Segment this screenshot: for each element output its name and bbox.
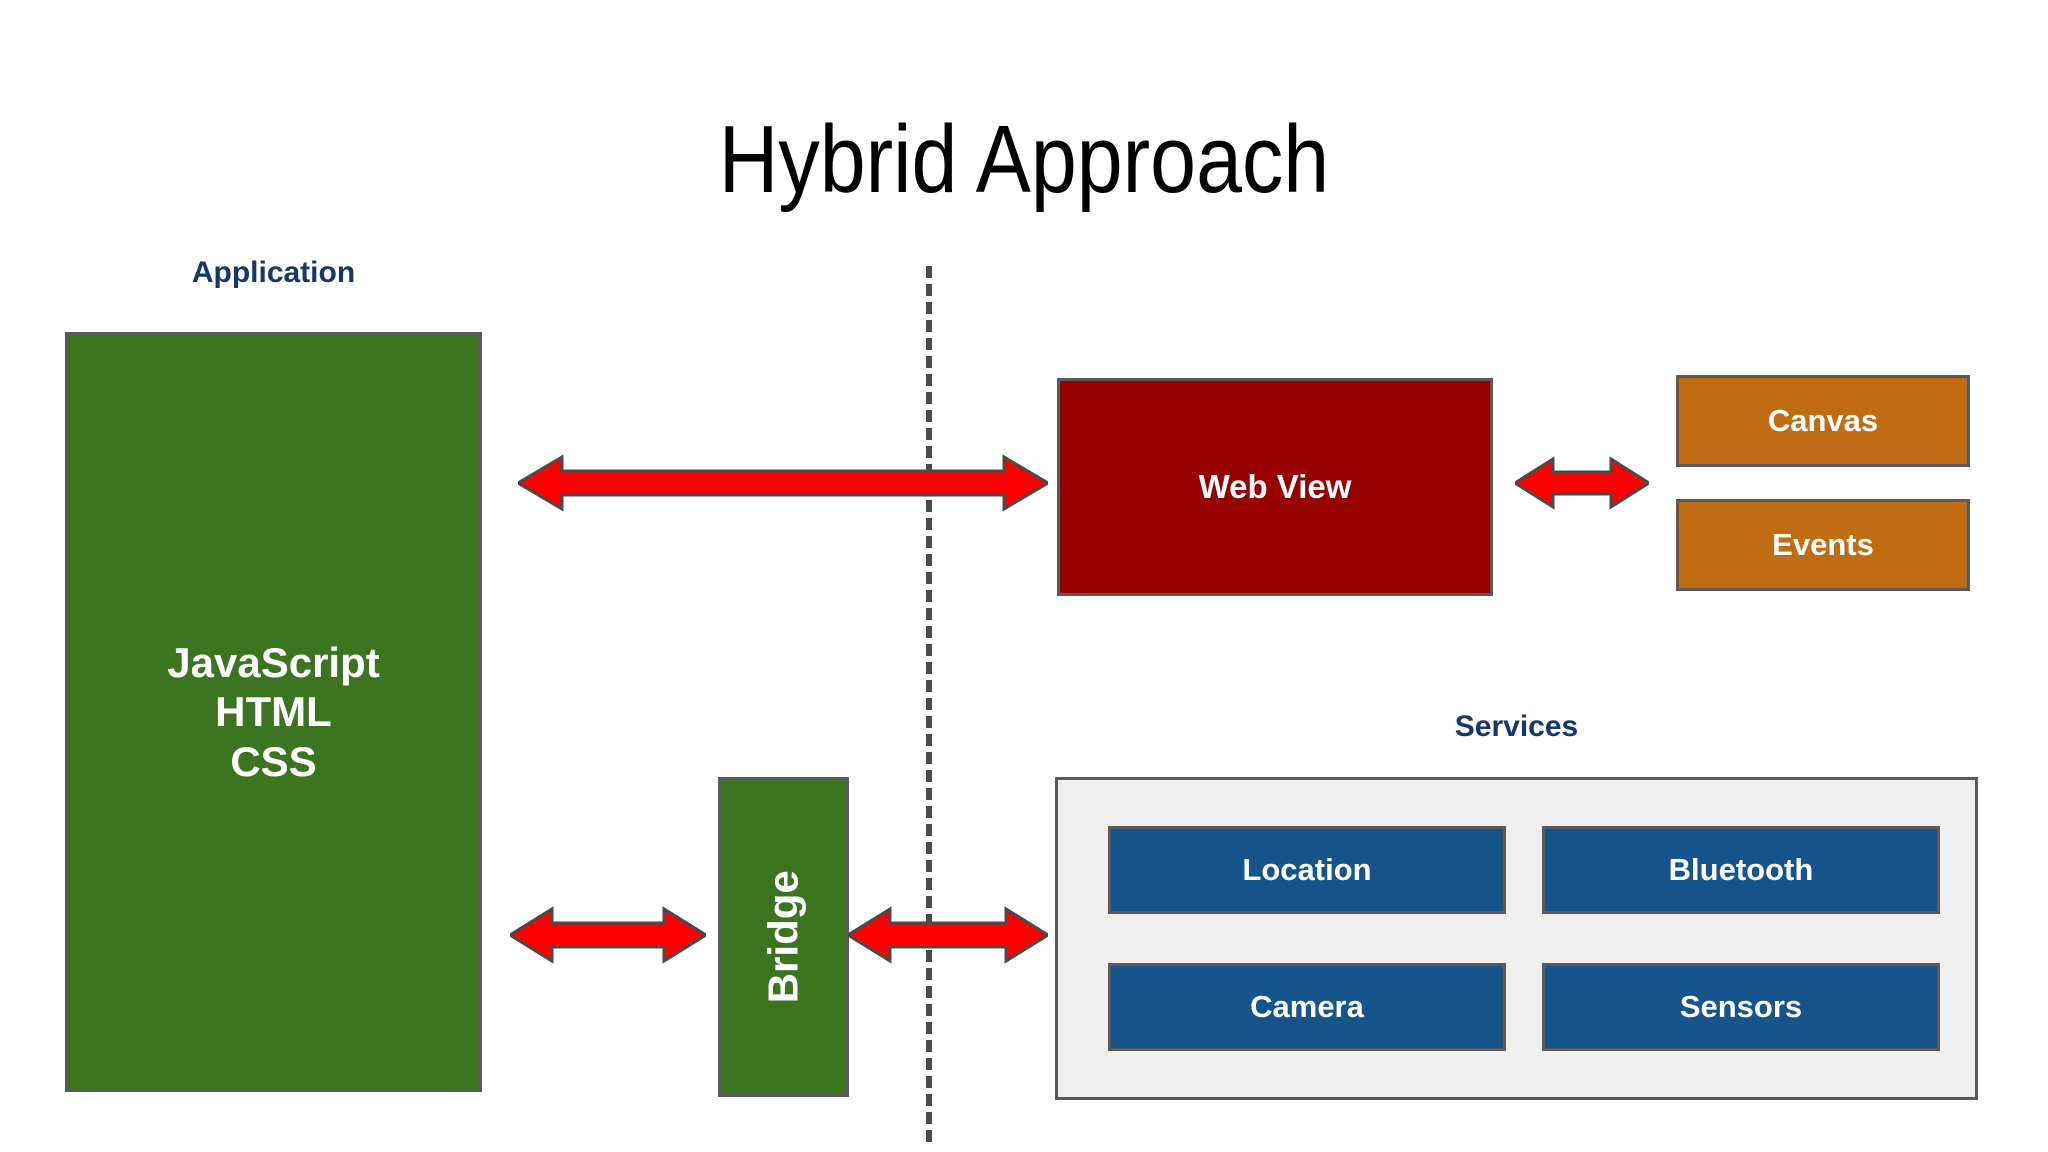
service-box-camera[interactable]: Camera bbox=[1108, 963, 1506, 1051]
services-caption: Services bbox=[1454, 710, 1579, 743]
service-box-sensors[interactable]: Sensors bbox=[1542, 963, 1940, 1051]
events-box[interactable]: Events bbox=[1676, 499, 1970, 591]
arrow-application-to-webview bbox=[518, 453, 1048, 513]
service-box-bluetooth[interactable]: Bluetooth bbox=[1542, 826, 1940, 914]
application-caption: Application bbox=[191, 256, 356, 289]
arrow-webview-to-canvas-events bbox=[1515, 455, 1649, 511]
arrow-bridge-to-services bbox=[848, 905, 1048, 965]
canvas-box[interactable]: Canvas bbox=[1676, 375, 1970, 467]
bridge-label: Bridge bbox=[759, 870, 807, 1004]
service-box-location[interactable]: Location bbox=[1108, 826, 1506, 914]
bridge-box[interactable]: Bridge bbox=[718, 777, 849, 1097]
web-view-box[interactable]: Web View bbox=[1057, 378, 1493, 596]
page-title: Hybrid Approach bbox=[718, 106, 1330, 213]
native-web-boundary-divider bbox=[926, 266, 932, 1142]
application-box[interactable]: JavaScript HTML CSS bbox=[65, 332, 482, 1092]
arrow-application-to-bridge bbox=[510, 905, 706, 965]
